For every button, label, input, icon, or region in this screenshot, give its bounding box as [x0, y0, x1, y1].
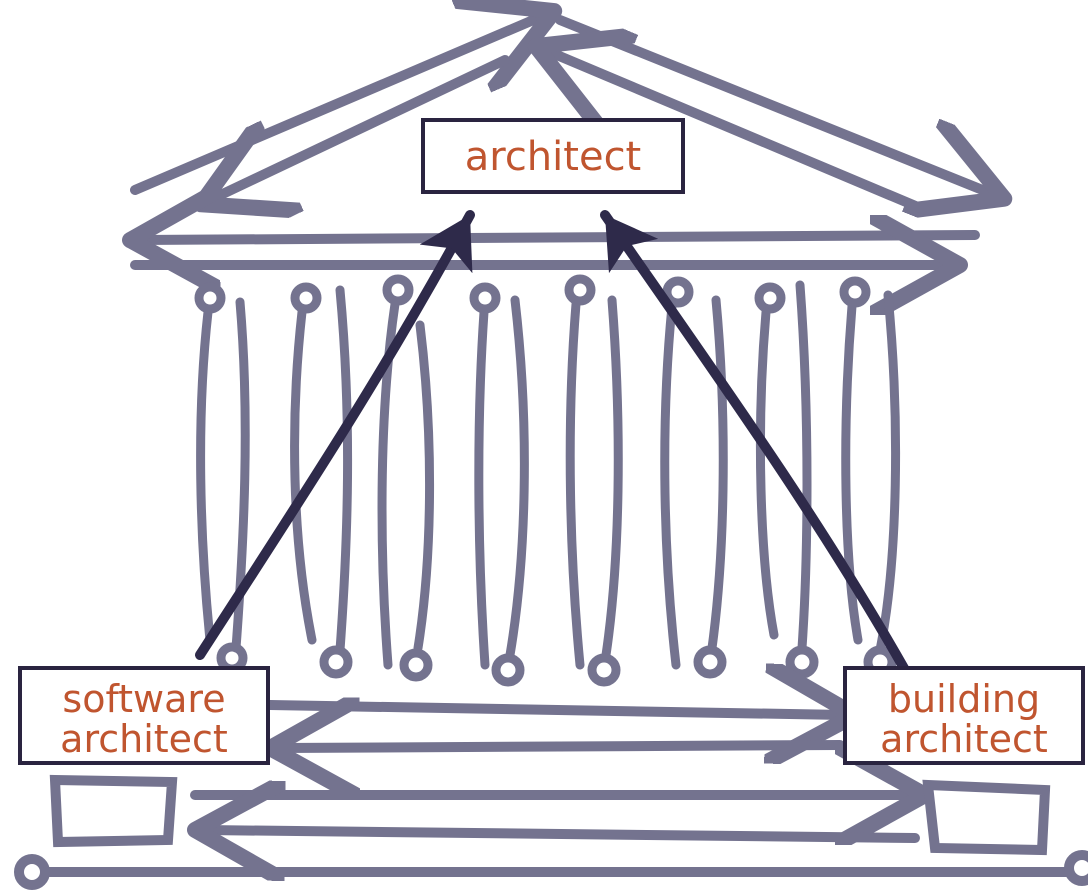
column-line	[875, 290, 901, 655]
column-line	[707, 295, 728, 653]
column-line	[795, 280, 812, 653]
roof-right-inner-arrow	[545, 50, 930, 215]
beam-upper-arrow	[140, 235, 980, 240]
relation-arrows	[195, 210, 910, 675]
base-upper-right-arrow	[265, 705, 845, 715]
column-top-circle	[839, 276, 871, 308]
column-line	[474, 307, 490, 670]
column-top-circle	[194, 282, 226, 314]
column-bottom-circle	[399, 648, 433, 682]
column-top-circle	[564, 274, 596, 306]
arrow-up-left	[600, 210, 910, 675]
architect-box	[421, 118, 685, 194]
column-line	[755, 307, 779, 640]
arrow-up-right	[195, 210, 475, 660]
column-line	[565, 299, 585, 670]
building-architect-box	[843, 666, 1085, 765]
column-bottom-circle	[587, 653, 621, 687]
software-architect-label-line1: software	[62, 677, 225, 721]
column-line	[660, 301, 681, 670]
building-architect-node: building architect	[843, 666, 1085, 765]
plinth-left	[49, 774, 178, 848]
software-architect-box	[18, 666, 270, 765]
building-architect-label-line2: architect	[880, 717, 1048, 761]
column-line	[335, 285, 353, 655]
roof-left-inner-arrow	[210, 55, 510, 200]
base-lower-left-arrow	[205, 830, 920, 838]
column-line	[196, 307, 215, 645]
columns	[194, 274, 901, 687]
column-line	[601, 295, 623, 660]
column-bottom-circle	[319, 645, 353, 679]
column-top-circle	[469, 282, 501, 314]
base	[14, 705, 1088, 890]
column-line	[413, 320, 435, 653]
column-line	[290, 307, 317, 645]
ground-circle-right	[1064, 850, 1088, 886]
column-bottom-circle	[216, 642, 248, 674]
architect-label: architect	[465, 134, 642, 180]
plinth-right	[922, 779, 1051, 856]
architect-node: architect	[421, 118, 685, 194]
software-architect-node: software architect	[18, 666, 270, 765]
column-bottom-circle	[693, 645, 727, 679]
column-bottom-circle	[491, 653, 525, 687]
column-line	[231, 297, 250, 653]
base-upper-left-arrow	[280, 745, 845, 748]
roof	[130, 15, 995, 215]
column-line	[505, 295, 529, 660]
software-architect-label-line2: architect	[60, 717, 228, 761]
column-line	[841, 301, 863, 645]
column-top-circle	[662, 276, 694, 308]
column-bottom-circle	[785, 645, 819, 679]
beams	[135, 235, 980, 265]
column-top-circle	[382, 274, 414, 306]
column-top-circle	[754, 282, 786, 314]
column-top-circle	[290, 282, 322, 314]
building-architect-label-line1: building	[888, 677, 1040, 721]
